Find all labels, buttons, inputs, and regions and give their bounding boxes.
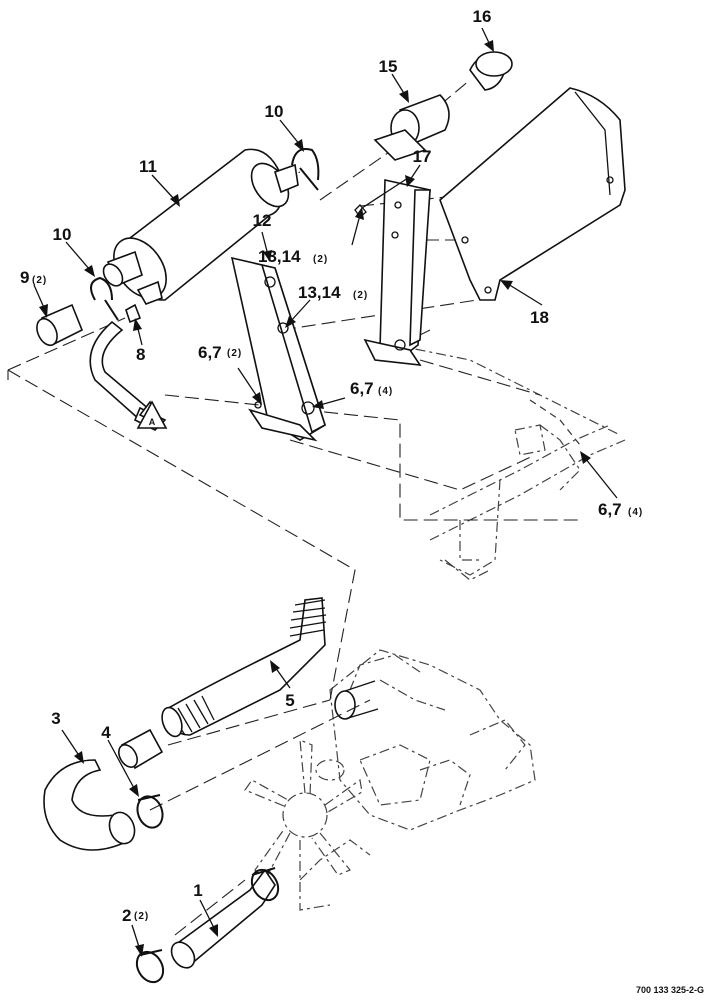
callout-12: 12 <box>253 211 272 230</box>
callout-9: 9 <box>20 268 29 287</box>
callout-13-14-upper: 13,14 <box>258 247 301 266</box>
clamp-upper <box>291 148 320 191</box>
callout-16: 16 <box>473 7 492 26</box>
callout-10-lower: 10 <box>53 225 72 244</box>
callout-2: 2 <box>122 906 131 925</box>
clamp-lower <box>90 276 119 321</box>
muffler <box>102 148 299 305</box>
rain-cap <box>469 51 513 91</box>
callout-9-qty: (2) <box>32 275 47 286</box>
callout-17: 17 <box>413 147 432 166</box>
hose-clamp-4 <box>136 794 164 829</box>
callout-6-7-right: 6,7 <box>598 500 622 519</box>
callout-10-upper: 10 <box>265 102 284 121</box>
heat-shield <box>439 87 626 301</box>
intake-hose <box>170 867 280 969</box>
tail-pipe <box>373 94 450 161</box>
callout-13-14-lower-qty: (2) <box>353 290 368 301</box>
callout-11: 11 <box>139 157 157 176</box>
bracket-left <box>230 256 326 442</box>
callout-18: 18 <box>530 308 549 327</box>
callout-15: 15 <box>379 57 398 76</box>
callouts: 16 15 10 11 17 10 12 13,14 (2) 9 (2) 13,… <box>20 7 643 925</box>
frame-phantom <box>394 344 626 581</box>
callout-2-qty: (2) <box>134 911 149 922</box>
bracket-right <box>354 179 431 366</box>
reference-triangle-a: A <box>136 400 168 429</box>
figure-id: 700 133 325-2-G <box>636 985 704 995</box>
reference-letter-a: A <box>149 417 156 427</box>
callout-6-7-left-qty: (2) <box>227 348 242 359</box>
callout-6-7-right-qty: (4) <box>628 507 643 518</box>
callout-6-7-mid: 6,7 <box>350 379 374 398</box>
elbow-hose <box>43 759 136 851</box>
callout-4: 4 <box>101 723 111 742</box>
callout-6-7-mid-qty: (4) <box>378 386 393 397</box>
callout-8: 8 <box>136 345 145 364</box>
flex-hose <box>161 597 327 738</box>
nut-part8 <box>125 303 142 324</box>
adapter-pipe <box>36 303 84 347</box>
callout-6-7-left: 6,7 <box>198 343 222 362</box>
callout-1: 1 <box>193 881 202 900</box>
callout-13-14-lower: 13,14 <box>298 283 341 302</box>
hose-clamp-5 <box>118 728 164 770</box>
callout-5: 5 <box>285 691 294 710</box>
engine-phantom <box>244 649 536 911</box>
callout-13-14-upper-qty: (2) <box>313 254 328 265</box>
hose-clamp-2 <box>135 949 165 984</box>
leader-lines <box>33 27 618 957</box>
callout-3: 3 <box>51 709 60 728</box>
